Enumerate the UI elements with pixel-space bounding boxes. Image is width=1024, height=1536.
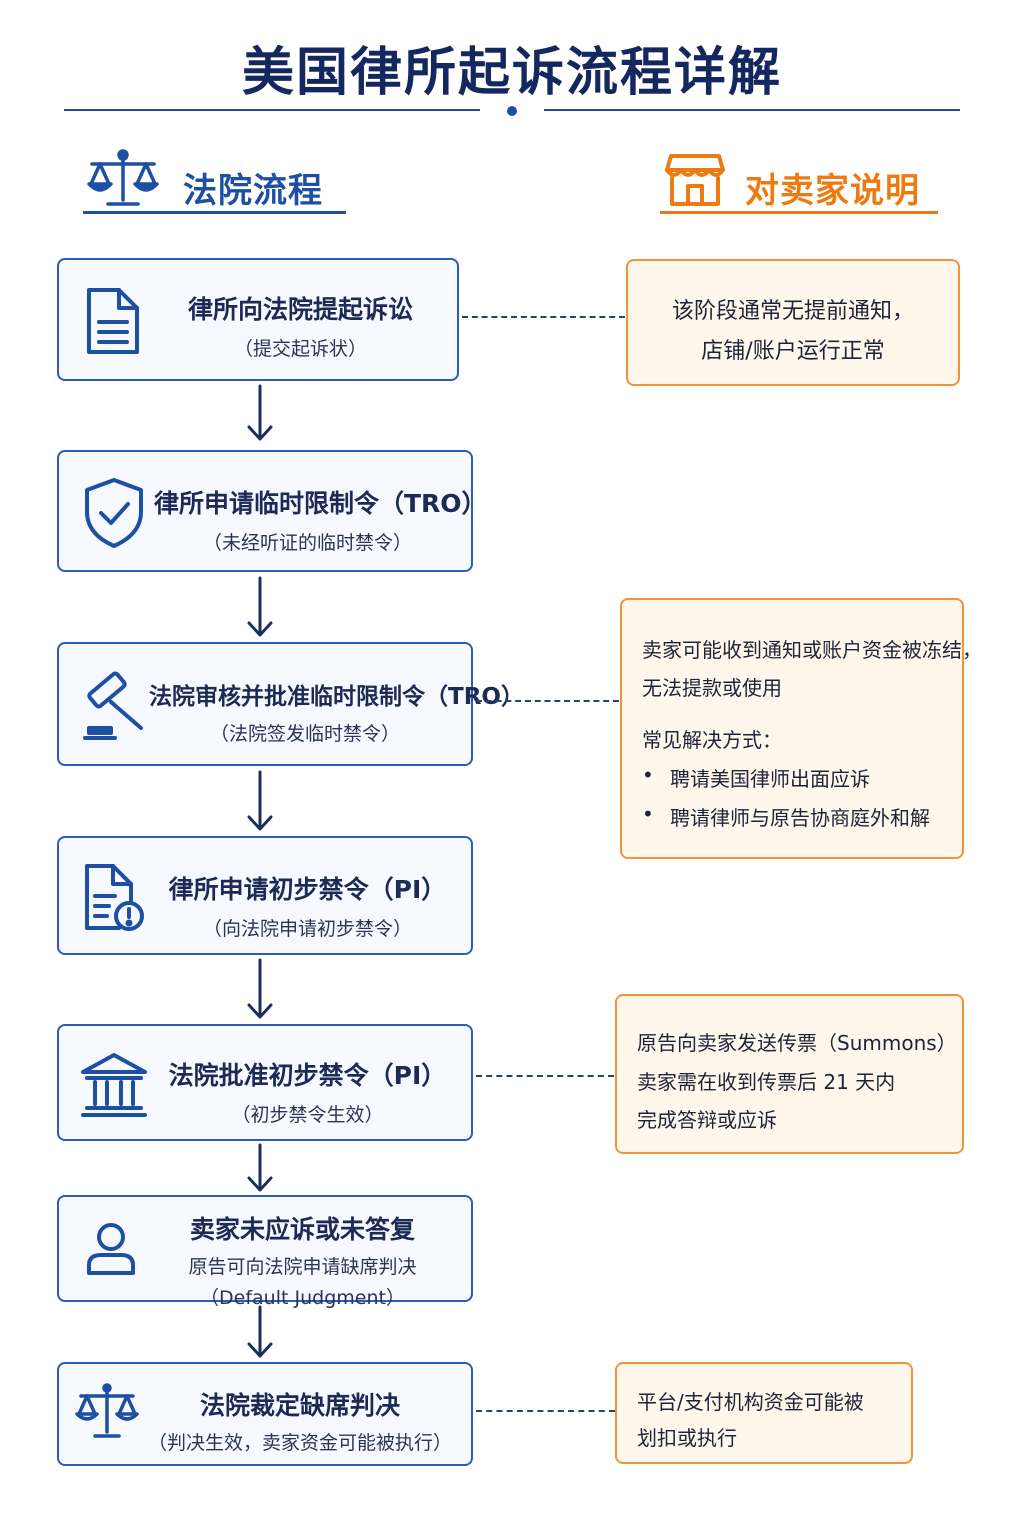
connector-dashed xyxy=(476,1075,614,1077)
flow-arrow xyxy=(245,1305,275,1359)
flow-arrow xyxy=(245,384,275,444)
step-title: 法院裁定缺席判决 xyxy=(199,1391,400,1420)
step-subtitle: （初步禁令生效） xyxy=(231,1104,384,1126)
connector-dashed xyxy=(462,316,625,318)
note-summons: 原告向卖家发送传票（Summons） 卖家需在收到传票后 21 天内 完成答辩或… xyxy=(615,994,964,1154)
step-apply-tro: 律所申请临时限制令（TRO） （未经听证的临时禁令） xyxy=(57,450,487,572)
step-title: 卖家未应诉或未答复 xyxy=(189,1215,415,1244)
note-line: 无法提款或使用 xyxy=(642,676,782,700)
page-title: 美国律所起诉流程详解 xyxy=(241,43,782,103)
courthouse-icon xyxy=(79,1050,149,1120)
note-line: 完成答辩或应诉 xyxy=(637,1108,777,1132)
connector-dashed xyxy=(476,1410,615,1412)
note-line: 店铺/账户运行正常 xyxy=(701,339,885,364)
shield-check-icon xyxy=(79,476,149,548)
title-dot xyxy=(507,106,517,116)
note-bullet-item: 聘请美国律师出面应诉 xyxy=(642,763,870,792)
step-title: 律所向法院提起诉讼 xyxy=(187,295,413,324)
step-title: 法院审核并批准临时限制令（TRO） xyxy=(149,684,524,710)
step-approve-tro: 法院审核并批准临时限制令（TRO） （法院签发临时禁令） xyxy=(57,642,524,766)
step-approve-pi: 法院批准初步禁令（PI） （初步禁令生效） xyxy=(57,1024,473,1141)
note-line: 该阶段通常无提前通知， xyxy=(671,299,914,324)
title-rule-right xyxy=(544,109,960,111)
step-title: 律所申请临时限制令（TRO） xyxy=(154,489,487,518)
step-subtitle: （提交起诉状） xyxy=(233,338,367,360)
step-subtitle: （向法院申请初步禁令） xyxy=(202,918,412,940)
step-no-response: 卖家未应诉或未答复 原告可向法院申请缺席判决 （Default Judgment… xyxy=(57,1195,473,1309)
note-line: 平台/支付机构资金可能被 xyxy=(637,1390,864,1414)
flow-arrow xyxy=(245,958,275,1020)
step-subtitle: （未经听证的临时禁令） xyxy=(202,532,412,554)
note-funds-executed: 平台/支付机构资金可能被 划扣或执行 xyxy=(615,1362,913,1464)
scales-header-icon xyxy=(86,148,160,210)
user-icon xyxy=(79,1215,149,1285)
flow-arrow xyxy=(245,770,275,832)
note-bullet-item: 聘请律师与原告协商庭外和解 xyxy=(642,802,930,831)
step-subtitle: （法院签发临时禁令） xyxy=(209,723,400,745)
step-title: 律所申请初步禁令（PI） xyxy=(168,875,447,904)
section-title-court: 法院流程 xyxy=(183,171,323,211)
step-apply-pi: 律所申请初步禁令（PI） （向法院申请初步禁令） xyxy=(57,836,473,955)
step-title: 法院批准初步禁令（PI） xyxy=(168,1061,447,1090)
step-file-lawsuit: 律所向法院提起诉讼 （提交起诉状） xyxy=(57,258,459,381)
section-title-seller: 对卖家说明 xyxy=(745,171,920,211)
note-solution-title: 常见解决方式： xyxy=(642,728,782,752)
section-underline-left xyxy=(83,211,346,214)
document-alert-icon xyxy=(79,862,149,932)
document-icon xyxy=(79,286,149,356)
flow-arrow xyxy=(245,1143,275,1193)
note-no-notice: 该阶段通常无提前通知， 店铺/账户运行正常 xyxy=(626,259,960,386)
note-line: 卖家可能收到通知或账户资金被冻结， xyxy=(642,638,982,662)
step-subtitle: （判决生效，卖家资金可能被执行） xyxy=(147,1432,452,1454)
scales-icon xyxy=(75,1382,145,1452)
note-funds-frozen: 卖家可能收到通知或账户资金被冻结， 无法提款或使用 常见解决方式： 聘请美国律师… xyxy=(620,598,982,859)
connector-dashed xyxy=(476,700,619,702)
note-line: 划扣或执行 xyxy=(637,1426,737,1450)
step-subtitle-2: （Default Judgment） xyxy=(200,1287,405,1309)
note-line: 原告向卖家发送传票（Summons） xyxy=(637,1031,957,1055)
flow-arrow xyxy=(245,576,275,638)
store-header-icon xyxy=(665,152,725,208)
title-rule-left xyxy=(64,109,480,111)
section-underline-right xyxy=(660,211,938,214)
step-subtitle: 原告可向法院申请缺席判决 xyxy=(188,1256,417,1278)
note-line: 卖家需在收到传票后 21 天内 xyxy=(637,1070,896,1094)
step-default-judgment: 法院裁定缺席判决 （判决生效，卖家资金可能被执行） xyxy=(57,1362,473,1466)
gavel-icon xyxy=(79,668,149,740)
